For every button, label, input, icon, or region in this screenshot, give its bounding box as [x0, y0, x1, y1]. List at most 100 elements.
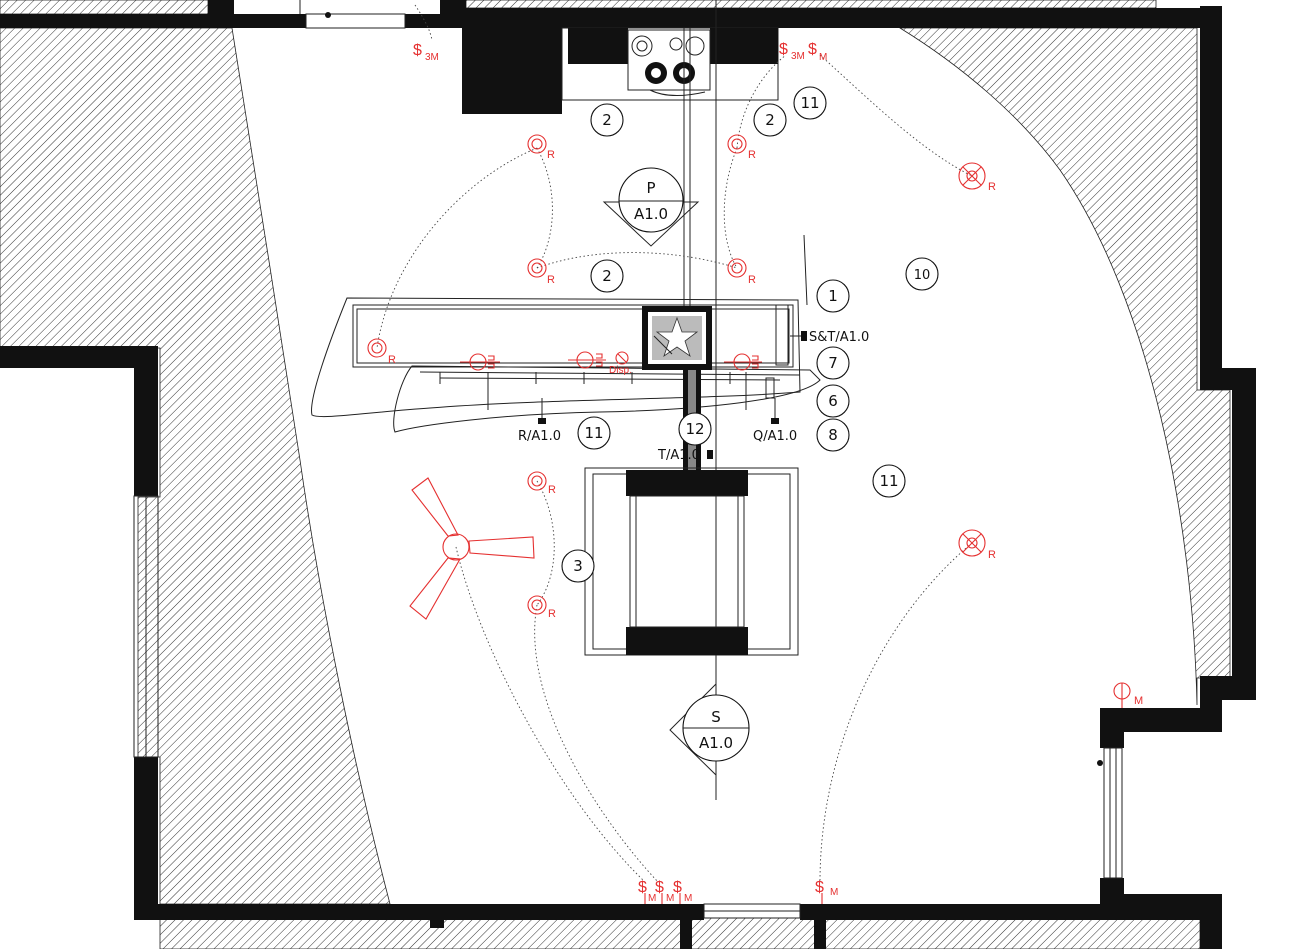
- svg-text:11: 11: [584, 424, 603, 442]
- elevation-ref-r[interactable]: R/A1.0: [518, 398, 561, 444]
- ceiling-fixtures: R R: [958, 162, 996, 561]
- svg-text:12: 12: [685, 420, 704, 438]
- svg-text:Q/A1.0: Q/A1.0: [753, 429, 797, 444]
- pendant-light-3: [724, 353, 762, 371]
- svg-text:$: $: [413, 42, 422, 59]
- svg-text:M: M: [648, 893, 656, 904]
- recessed-label-7: R: [548, 608, 556, 620]
- section-marker-s[interactable]: S A1.0: [669, 682, 750, 777]
- tag-8[interactable]: 8: [816, 418, 850, 452]
- recessed-light-3: [527, 258, 547, 278]
- ceiling-fan-icon: [409, 477, 535, 620]
- svg-text:M: M: [666, 893, 674, 904]
- recessed-label-3: R: [547, 274, 555, 286]
- kitchen-island: [311, 297, 821, 488]
- wall-switches: $ 3M $ 3M $ M $ M $ M $ M $ M: [413, 41, 838, 904]
- tag-3[interactable]: 3: [561, 549, 595, 583]
- ceiling-fixture-2: R: [958, 529, 996, 561]
- tag-7[interactable]: 7: [816, 346, 850, 380]
- elevation-ref-q[interactable]: Q/A1.0: [753, 398, 797, 444]
- recessed-light-2: [727, 134, 747, 154]
- elevation-refs: R/A1.0 Q/A1.0 T/A1.0 S&T/A1.0: [518, 330, 869, 463]
- svg-text:10: 10: [914, 268, 931, 283]
- tag-2-top-right[interactable]: 2: [753, 103, 787, 137]
- hatched-zone-left: [0, 27, 391, 905]
- tag-6[interactable]: 6: [816, 384, 850, 418]
- svg-text:$: $: [808, 41, 817, 58]
- svg-text:S&T/A1.0: S&T/A1.0: [809, 330, 869, 345]
- tag-11-left[interactable]: 11: [577, 416, 611, 450]
- tag-1[interactable]: 1: [816, 279, 850, 313]
- pendant-light-2: [568, 351, 606, 369]
- svg-text:$: $: [815, 879, 824, 896]
- svg-text:M: M: [684, 893, 692, 904]
- switch-bottom-4: $ M: [815, 879, 838, 904]
- elevation-ref-st[interactable]: S&T/A1.0: [790, 330, 869, 345]
- svg-text:8: 8: [828, 426, 838, 444]
- tag-2-mid[interactable]: 2: [590, 259, 624, 293]
- section-s-letter: S: [711, 708, 721, 726]
- hatched-zone-top-left: [0, 0, 209, 15]
- switch-top-left: $ 3M: [413, 42, 439, 63]
- recessed-light-4: [727, 258, 747, 278]
- tag-11-top[interactable]: 11: [793, 86, 827, 120]
- recessed-lights: R R R R R R R: [367, 134, 756, 620]
- pendant-light-1: [460, 353, 500, 371]
- fixture-label-2: R: [988, 549, 996, 561]
- pendant-lights: Disp.: [460, 351, 762, 376]
- windows: [133, 0, 1123, 919]
- ceiling-fixture-1: R: [958, 162, 996, 193]
- switch-circuits: [376, 4, 973, 883]
- elevation-ref-t[interactable]: T/A1.0: [657, 448, 713, 463]
- recessed-light-6: [527, 471, 547, 491]
- disposal-label: Disp.: [609, 365, 632, 376]
- walls: [0, 0, 1256, 949]
- tag-10[interactable]: 10: [905, 257, 939, 291]
- svg-text:$: $: [655, 879, 664, 896]
- area-tags: 2 2 11 2 10 1 7 6 8 11 12 11 3: [561, 86, 939, 583]
- svg-text:$: $: [638, 879, 647, 896]
- tag-12[interactable]: 12: [678, 412, 712, 446]
- switch-top-right-3m: $ 3M: [779, 41, 805, 62]
- recessed-label-2: R: [748, 149, 756, 161]
- svg-text:M: M: [830, 887, 838, 898]
- svg-text:6: 6: [828, 392, 838, 410]
- disposal-switch: Disp.: [609, 351, 632, 376]
- svg-text:$: $: [779, 41, 788, 58]
- svg-text:3M: 3M: [425, 52, 439, 63]
- switch-bottom-3: $ M: [673, 879, 692, 904]
- motion-sensor-label: M: [1134, 695, 1143, 707]
- svg-text:2: 2: [765, 111, 775, 129]
- svg-text:7: 7: [828, 354, 838, 372]
- svg-text:11: 11: [800, 94, 819, 112]
- section-p-letter: P: [646, 179, 655, 197]
- tag-2-top-left[interactable]: 2: [590, 103, 624, 137]
- svg-text:3M: 3M: [791, 51, 805, 62]
- svg-text:$: $: [673, 879, 682, 896]
- recessed-light-7: [527, 595, 547, 615]
- svg-text:1: 1: [828, 287, 838, 305]
- svg-text:3: 3: [573, 557, 583, 575]
- switch-bottom-1: $ M: [638, 879, 656, 904]
- section-marker-p[interactable]: P A1.0: [602, 167, 700, 247]
- upper-cabinets-range: [462, 27, 779, 114]
- recessed-light-5: [367, 338, 387, 358]
- dining-table: [584, 467, 799, 656]
- recessed-label-5: R: [388, 354, 396, 366]
- recessed-label-4: R: [748, 274, 756, 286]
- recessed-light-1: [527, 134, 547, 154]
- fixture-label-1: R: [988, 181, 996, 193]
- tag-11-right[interactable]: 11: [872, 464, 906, 498]
- svg-text:M: M: [819, 52, 827, 63]
- hatched-zone-top: [465, 0, 1157, 9]
- motion-sensor-icon: M: [1113, 682, 1143, 708]
- section-s-sheet: A1.0: [699, 734, 733, 752]
- svg-text:2: 2: [602, 111, 612, 129]
- switch-bottom-2: $ M: [655, 879, 674, 904]
- svg-text:T/A1.0: T/A1.0: [657, 448, 700, 463]
- recessed-label-6: R: [548, 484, 556, 496]
- switch-top-right-m: $ M: [808, 41, 827, 63]
- svg-text:R/A1.0: R/A1.0: [518, 429, 561, 444]
- svg-text:2: 2: [602, 267, 612, 285]
- section-p-sheet: A1.0: [634, 205, 668, 223]
